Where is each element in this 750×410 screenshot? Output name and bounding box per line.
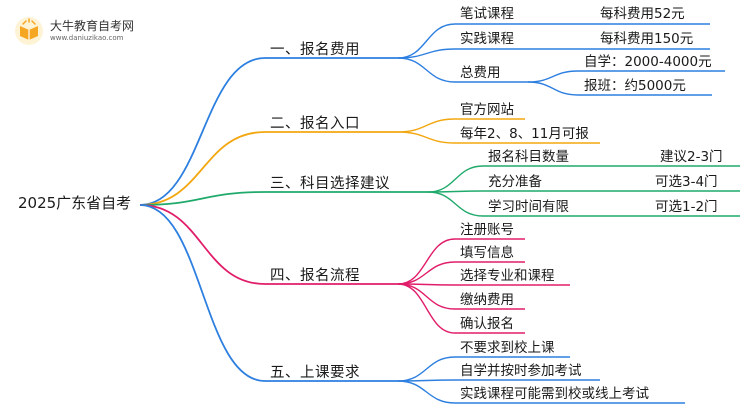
- branch-process: 四、报名流程: [270, 268, 360, 284]
- logo-title: 大牛教育自考网: [50, 19, 135, 33]
- subjects-count-value: 建议2-3门: [660, 149, 723, 165]
- link-b1-c3: [397, 57, 456, 83]
- book-logo-icon: [15, 17, 43, 45]
- link-b2-c2: [397, 131, 456, 144]
- process-pay: 缴纳费用: [460, 292, 514, 308]
- class-practice-exam: 实践课程可能需到校或线上考试: [460, 386, 649, 402]
- fees-total: 总费用: [460, 65, 501, 81]
- fees-total-self-study: 自学：2000-4000元: [584, 54, 712, 70]
- entry-official-site: 官方网站: [460, 102, 514, 118]
- entry-months: 每年2、8、11月可报: [460, 126, 589, 142]
- link-b4-c2: [397, 261, 456, 285]
- class-no-attendance: 不要求到校上课: [460, 340, 555, 356]
- link-b5-c1: [397, 356, 456, 382]
- process-confirm: 确认报名: [460, 316, 514, 332]
- link-b4-c5: [397, 283, 456, 334]
- link-b3-c3: [427, 191, 484, 217]
- fees-total-class: 报班：约5000元: [584, 78, 686, 94]
- process-register: 注册账号: [460, 222, 514, 238]
- process-choose-major: 选择专业和课程: [460, 268, 555, 284]
- link-b3-c1: [427, 165, 484, 193]
- link-root-branch-4: [139, 204, 266, 285]
- link-b1-c2: [397, 48, 456, 59]
- link-root-branch-5: [139, 204, 266, 382]
- link-b4-c4: [397, 283, 456, 310]
- fees-written-value: 每科费用52元: [600, 6, 685, 22]
- branch-subjects: 三、科目选择建议: [270, 176, 390, 192]
- link-b2-c1: [397, 118, 456, 133]
- branch-entry: 二、报名入口: [270, 116, 360, 132]
- branch-class: 五、上课要求: [270, 365, 360, 381]
- fees-practice-value: 每科费用150元: [600, 31, 694, 47]
- site-logo: 大牛教育自考网 www.daniuzikao.com: [14, 14, 174, 48]
- link-root-branch-3: [139, 191, 266, 206]
- process-fill-info: 填写信息: [460, 245, 514, 261]
- link-total-self-study: [527, 70, 579, 83]
- link-root-branch-1: [139, 57, 266, 206]
- subjects-count: 报名科目数量: [488, 149, 569, 165]
- subjects-limited-time: 学习时间有限: [488, 199, 569, 215]
- link-b5-c3: [397, 380, 456, 404]
- subjects-prepared-value: 可选3-4门: [655, 174, 718, 190]
- link-root-branch-2: [139, 131, 266, 206]
- logo-url: www.daniuzikao.com: [50, 34, 124, 42]
- link-total-class: [527, 81, 579, 96]
- branch-fees: 一、报名费用: [270, 42, 360, 58]
- subjects-limited-value: 可选1-2门: [655, 199, 718, 215]
- root-node: 2025广东省自考: [18, 194, 132, 212]
- link-b4-c1: [397, 238, 456, 285]
- fees-written-course: 笔试课程: [460, 6, 514, 22]
- subjects-prepared: 充分准备: [488, 174, 542, 190]
- fees-practice-course: 实践课程: [460, 31, 514, 47]
- class-self-study: 自学并按时参加考试: [460, 363, 582, 379]
